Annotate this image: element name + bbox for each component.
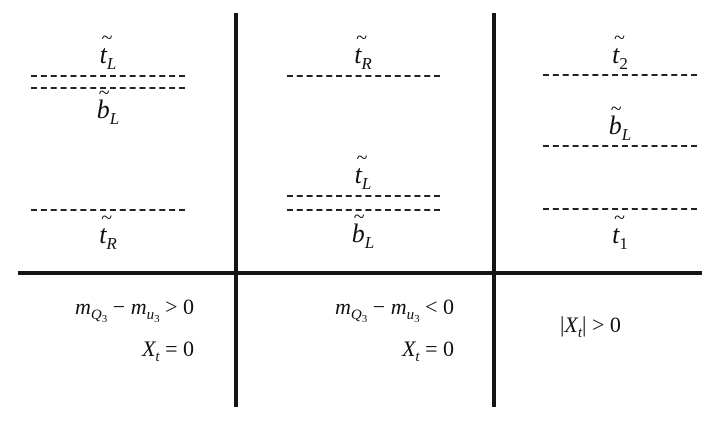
energy-level-t-2 [543,74,697,76]
level-label-t-L: tL [68,25,148,77]
level-label-b-L: bL [68,80,148,132]
condition-line-mass-diff: mQ3 − mu3 > 0 [75,294,194,325]
energy-level-t-R [287,75,440,77]
level-label-t-2: t2 [580,25,660,77]
condition-line-abs-xt: |Xt| > 0 [560,312,621,341]
energy-level-t-L [31,75,185,77]
level-label-t-L: tL [323,145,403,197]
condition-divider [18,271,702,275]
level-label-b-L: bL [323,204,403,256]
condition-line-xt: Xt = 0 [141,336,194,365]
level-label-t-R: tR [323,25,403,77]
column-divider-2 [492,13,496,407]
condition-col-3: |Xt| > 0 [560,310,670,348]
condition-col-1: mQ3 − mu3 > 0 Xt = 0 [20,292,194,372]
condition-col-2: mQ3 − mu3 < 0 Xt = 0 [270,292,454,372]
level-label-t-R: tR [68,205,148,257]
level-label-b-L: bL [580,96,660,148]
energy-level-t-L [287,195,440,197]
column-divider-1 [234,13,238,407]
condition-line-xt: Xt = 0 [401,336,454,365]
condition-line-mass-diff: mQ3 − mu3 < 0 [335,294,454,325]
energy-level-b-L [543,145,697,147]
level-label-t-1: t1 [580,205,660,257]
